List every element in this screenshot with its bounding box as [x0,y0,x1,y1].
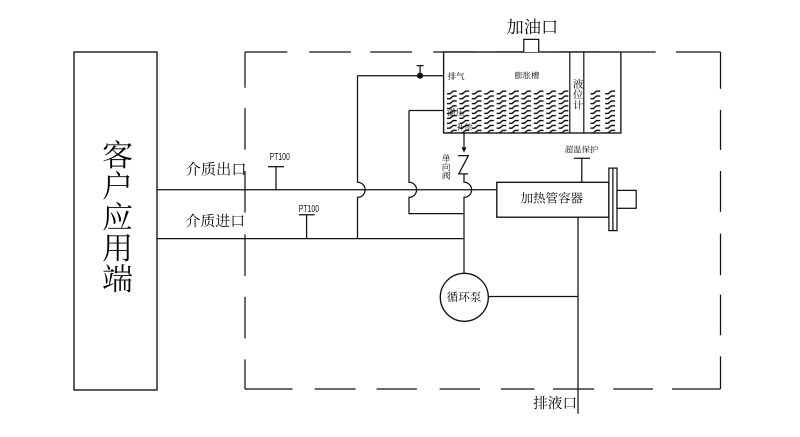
svg-text:PT100: PT100 [299,204,320,215]
svg-text:PT100: PT100 [270,152,291,163]
